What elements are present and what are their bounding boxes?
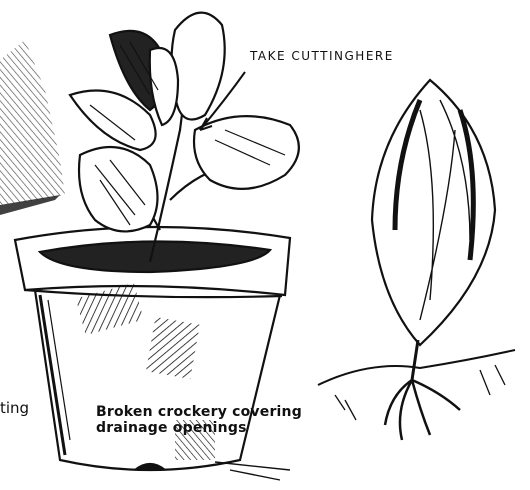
rooted-cutting xyxy=(318,80,515,440)
left-fragment-label: ting xyxy=(0,401,29,416)
crockery-label-line1: Broken crockery covering xyxy=(96,405,302,419)
crockery-label-line2: drainage openings xyxy=(96,421,247,435)
take-cutting-label: TAKE CUTTINGHERE xyxy=(250,50,394,62)
flower-pot xyxy=(15,227,290,480)
background-shading xyxy=(0,40,65,215)
